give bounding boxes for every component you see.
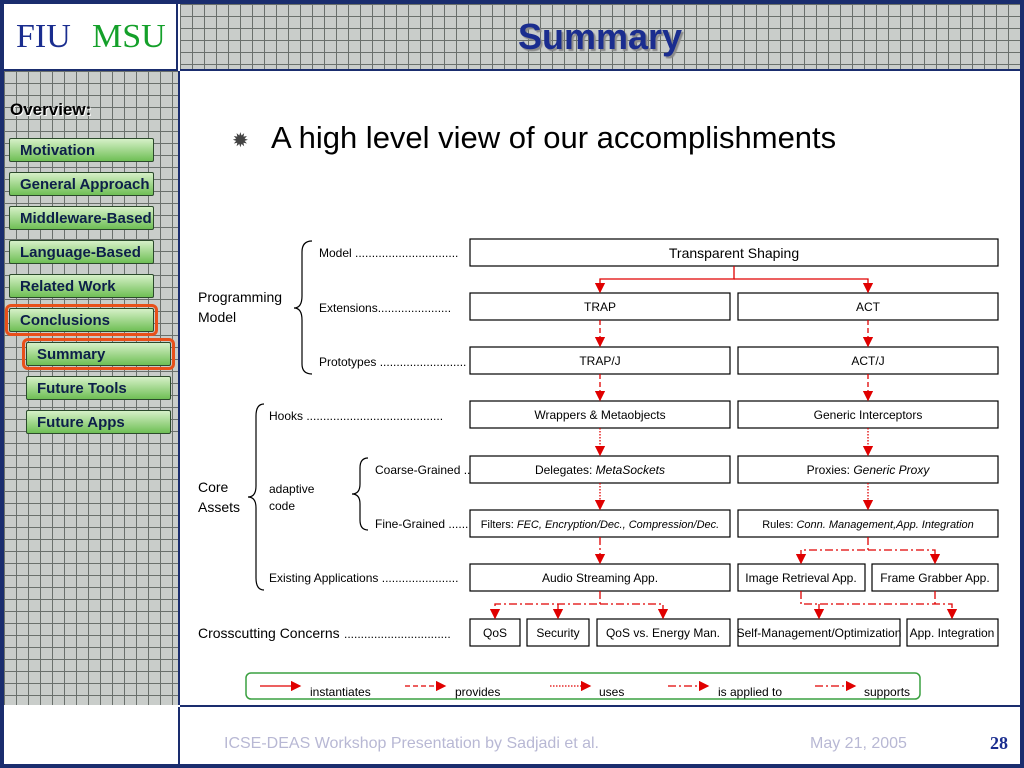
row-hooks: Hooks ..................................… bbox=[269, 409, 443, 423]
logo-msu: MSU bbox=[92, 18, 166, 55]
box-transparent-shaping bbox=[469, 238, 999, 267]
text-frame: Frame Grabber App. bbox=[880, 571, 989, 585]
row-fine: Fine-Grained ...... bbox=[375, 517, 468, 531]
box-filters bbox=[469, 509, 731, 538]
text-delegates: Delegates: MetaSockets bbox=[535, 463, 665, 477]
bullet-text: A high level view of our accomplishments bbox=[271, 120, 837, 155]
row-existing: Existing Applications ..................… bbox=[269, 571, 458, 585]
text-generic-interceptors: Generic Interceptors bbox=[814, 408, 923, 422]
text-self-mgmt: Self-Management/Optimization bbox=[737, 626, 902, 640]
label-model: Model bbox=[198, 309, 236, 325]
proxies-prefix: Proxies: bbox=[807, 463, 854, 477]
nav-middleware-based[interactable]: Middleware-Based bbox=[9, 206, 154, 230]
arrow-rules-image bbox=[795, 537, 869, 565]
text-act-j: ACT/J bbox=[851, 354, 884, 368]
box-wrappers bbox=[469, 400, 731, 429]
text-app-integration: App. Integration bbox=[910, 626, 995, 640]
nav-related-work[interactable]: Related Work bbox=[9, 274, 154, 298]
nav-future-tools[interactable]: Future Tools bbox=[26, 376, 171, 400]
box-delegates bbox=[469, 455, 731, 484]
legend-instantiates: instantiates bbox=[310, 685, 371, 699]
text-act: ACT bbox=[856, 300, 881, 314]
text-trap-j: TRAP/J bbox=[579, 354, 620, 368]
row-coarse: Coarse-Grained .. bbox=[375, 463, 470, 477]
nav-conclusions[interactable]: Conclusions bbox=[5, 304, 158, 336]
nav-summary[interactable]: Summary bbox=[22, 338, 175, 370]
footer-presentation: ICSE-DEAS Workshop Presentation by Sadja… bbox=[224, 735, 599, 752]
footer-divider bbox=[180, 705, 1020, 707]
nav-language-based[interactable]: Language-Based bbox=[9, 240, 154, 264]
label-programming: Programming bbox=[198, 289, 282, 305]
arrow-rules-frame bbox=[868, 549, 941, 565]
filters-prefix: Filters: bbox=[481, 519, 517, 531]
text-security: Security bbox=[536, 626, 579, 640]
text-rules: Rules: Conn. Management,App. Integration bbox=[762, 519, 974, 531]
box-app-integration bbox=[906, 618, 999, 647]
filters-italic: FEC, Encryption/Dec., Compression/Dec. bbox=[517, 519, 719, 531]
row-model: Model ............................... bbox=[319, 246, 458, 260]
footer-date: May 21, 2005 bbox=[810, 735, 907, 752]
delegates-prefix: Delegates: bbox=[535, 463, 596, 477]
brace-core bbox=[247, 403, 265, 591]
nav-general-approach[interactable]: General Approach bbox=[9, 172, 154, 196]
legend-applied: is applied to bbox=[718, 685, 782, 699]
text-audio: Audio Streaming App. bbox=[542, 571, 658, 585]
text-qos: QoS bbox=[483, 626, 507, 640]
text-wrappers: Wrappers & Metaobjects bbox=[534, 408, 665, 422]
sidebar-footer bbox=[4, 707, 180, 764]
row-prototypes: Prototypes .......................... bbox=[319, 355, 466, 369]
slide-title: Summary bbox=[517, 16, 683, 57]
label-assets: Assets bbox=[198, 499, 240, 515]
rules-prefix: Rules: bbox=[762, 519, 796, 531]
nav-motivation[interactable]: Motivation bbox=[9, 138, 154, 162]
logo: FIU MSU bbox=[4, 4, 178, 71]
text-proxies: Proxies: Generic Proxy bbox=[807, 463, 931, 477]
text-filters: Filters: FEC, Encryption/Dec., Compressi… bbox=[481, 519, 719, 531]
page-number: 28 bbox=[990, 733, 1008, 753]
arrow-ts-trap bbox=[594, 266, 735, 294]
legend-supports: supports bbox=[864, 685, 910, 699]
box-generic-interceptors bbox=[737, 400, 999, 429]
text-trap: TRAP bbox=[584, 300, 616, 314]
bullet-star-icon: ✹ bbox=[232, 130, 249, 152]
proxies-italic: Generic Proxy bbox=[853, 463, 930, 477]
label-crosscutting: Crosscutting Concerns bbox=[198, 625, 340, 641]
arrow-audio-qos bbox=[489, 591, 601, 620]
arrow-ts-act bbox=[734, 278, 874, 294]
row-crosscutting-dots: ................................ bbox=[344, 627, 451, 641]
nav-future-apps[interactable]: Future Apps bbox=[26, 410, 171, 434]
rules-italic: Conn. Management,App. Integration bbox=[796, 519, 973, 531]
sidebar-heading: Overview: bbox=[10, 100, 92, 119]
legend-provides: provides bbox=[455, 685, 500, 699]
box-security bbox=[526, 618, 590, 647]
text-transparent-shaping: Transparent Shaping bbox=[669, 245, 799, 261]
arrow-apps-integration bbox=[800, 591, 958, 620]
box-qos bbox=[469, 618, 521, 647]
legend-uses: uses bbox=[599, 685, 624, 699]
box-self-mgmt bbox=[737, 618, 901, 647]
delegates-italic: MetaSockets bbox=[596, 463, 665, 477]
label-code: code bbox=[269, 499, 295, 513]
row-extensions: Extensions...................... bbox=[319, 301, 451, 315]
label-adaptive: adaptive bbox=[269, 482, 315, 496]
text-image: Image Retrieval App. bbox=[745, 571, 856, 585]
brace-adaptive bbox=[351, 457, 369, 531]
text-qos-energy: QoS vs. Energy Man. bbox=[606, 626, 720, 640]
box-trap bbox=[469, 292, 731, 321]
header-grid bbox=[180, 4, 1020, 71]
box-qos-energy bbox=[596, 618, 731, 647]
label-core: Core bbox=[198, 479, 229, 495]
box-trap-j bbox=[469, 346, 731, 375]
arrow-audio-qos-energy bbox=[600, 603, 669, 620]
brace-programming bbox=[293, 240, 313, 375]
logo-fiu: FIU bbox=[16, 18, 71, 55]
